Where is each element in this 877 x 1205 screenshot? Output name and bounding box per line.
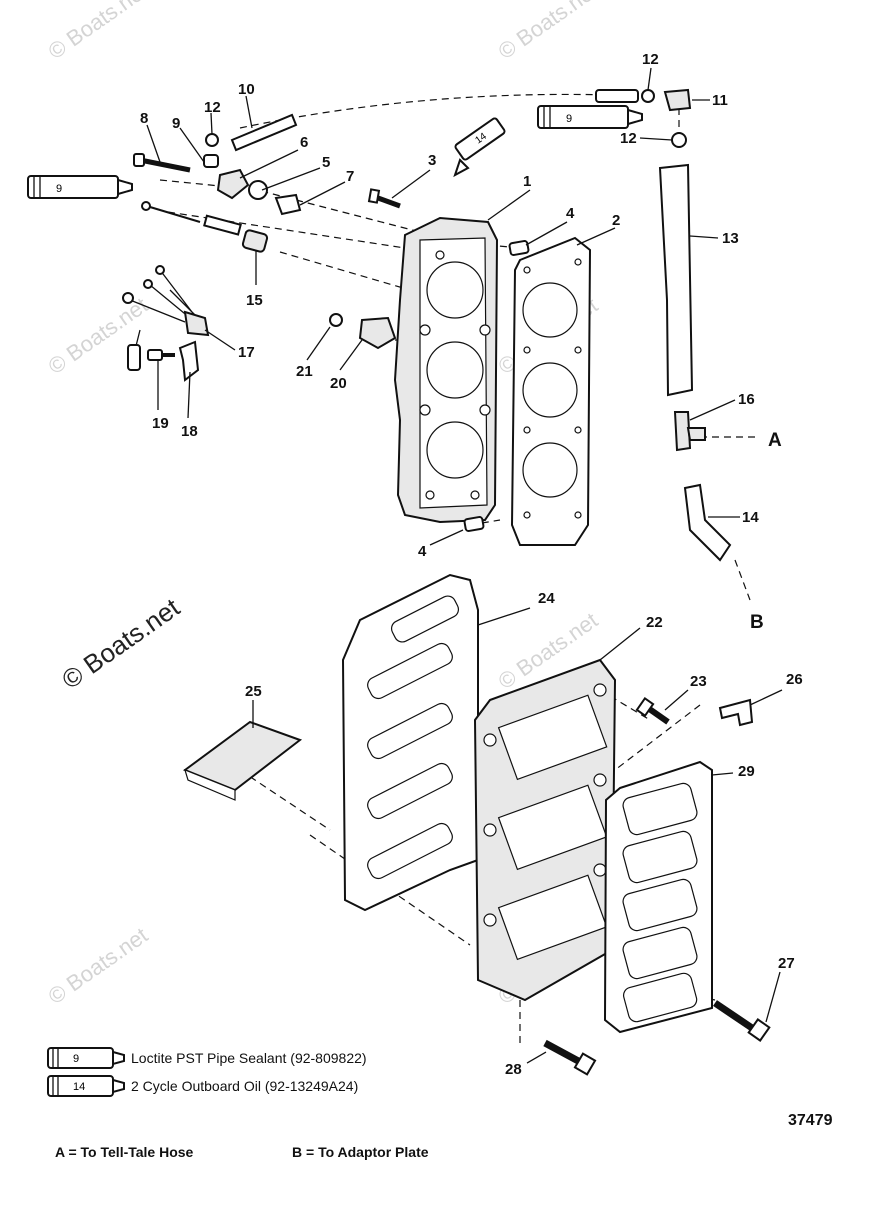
callout-13: 13 (722, 230, 739, 247)
callout-26: 26 (786, 671, 803, 688)
callout-18: 18 (181, 423, 198, 440)
thermostat-fittings (133, 133, 302, 216)
legend-tube-9: 9 (47, 1047, 125, 1069)
legend-tube-14: 14 (47, 1075, 125, 1097)
callout-17: 17 (238, 344, 255, 361)
reed-gasket (603, 760, 713, 1034)
callout-23: 23 (690, 673, 707, 690)
watermark: © Boats.net (44, 0, 153, 64)
hose-clip (718, 698, 754, 727)
head-gasket (510, 236, 592, 546)
callout-8: 8 (140, 110, 148, 127)
watermark: © Boats.net (44, 922, 153, 1009)
tube-number: 9 (56, 183, 62, 195)
diagram-number: 37479 (788, 1112, 833, 1129)
bolt (543, 1039, 597, 1076)
leader-lines (146, 67, 783, 1064)
sealant-tube (537, 105, 643, 129)
callout-22: 22 (646, 614, 663, 631)
callout-16: 16 (738, 391, 755, 408)
intake-manifold (473, 658, 617, 1002)
head-bolt (367, 188, 401, 209)
callout-29: 29 (738, 763, 755, 780)
oil-tube (453, 117, 506, 178)
callout-20: 20 (330, 375, 347, 392)
callout-10: 10 (238, 81, 255, 98)
callout-19: 19 (152, 415, 169, 432)
manifold-gasket (341, 573, 479, 912)
dowel-pin (463, 516, 485, 532)
water-hose (230, 113, 298, 152)
dowel-pin (508, 240, 530, 256)
connection-a-label: A (768, 430, 782, 451)
wire-harness (122, 265, 210, 371)
callout-5: 5 (322, 154, 330, 171)
callout-4: 4 (566, 205, 575, 222)
footnote-b: B = To Adaptor Plate (292, 1144, 429, 1160)
tell-tale-hose (658, 163, 694, 397)
tube-number: 9 (73, 1053, 79, 1065)
callout-15: 15 (246, 292, 263, 309)
tee-fitting (673, 411, 706, 452)
callout-12: 12 (620, 130, 637, 147)
watermark-large: © Boats.net (56, 592, 185, 695)
callout-9: 9 (172, 115, 180, 132)
legend-item-oil: 2 Cycle Outboard Oil (92-13249A24) (131, 1078, 359, 1094)
cylinder-head (393, 216, 499, 524)
knock-sensor (329, 313, 397, 350)
callout-24: 24 (538, 590, 555, 607)
temp-sensor (141, 201, 269, 253)
callout-1: 1 (523, 173, 531, 190)
tube-number: 14 (73, 1081, 85, 1093)
tube-number: 9 (566, 113, 572, 125)
callout-4: 4 (418, 543, 427, 560)
callout-2: 2 (612, 212, 620, 229)
callout-21: 21 (296, 363, 313, 380)
callout-11: 11 (712, 92, 728, 109)
footnote-a: A = To Tell-Tale Hose (55, 1144, 194, 1160)
elbow-fitting (595, 88, 692, 148)
callout-6: 6 (300, 134, 308, 151)
callout-numbers: 1 2 3 4 4 5 6 7 8 9 10 11 12 12 12 13 14… (140, 51, 803, 1078)
callout-7: 7 (346, 168, 354, 185)
reed-block (182, 720, 303, 801)
screw (147, 349, 175, 361)
legend-item-sealant: Loctite PST Pipe Sealant (92-809822) (131, 1050, 367, 1066)
bolt (713, 1000, 771, 1042)
bolt (635, 697, 670, 725)
wire-clip (178, 340, 200, 382)
watermark: © Boats.net (494, 0, 603, 64)
callout-12: 12 (642, 51, 659, 68)
callout-14: 14 (742, 509, 759, 526)
callout-25: 25 (245, 683, 262, 700)
adaptor-hose (683, 483, 732, 562)
callout-3: 3 (428, 152, 436, 169)
callout-27: 27 (778, 955, 795, 972)
connection-b-label: B (750, 612, 764, 633)
sealant-tube (27, 175, 133, 199)
callout-28: 28 (505, 1061, 522, 1078)
callout-12: 12 (204, 99, 221, 116)
